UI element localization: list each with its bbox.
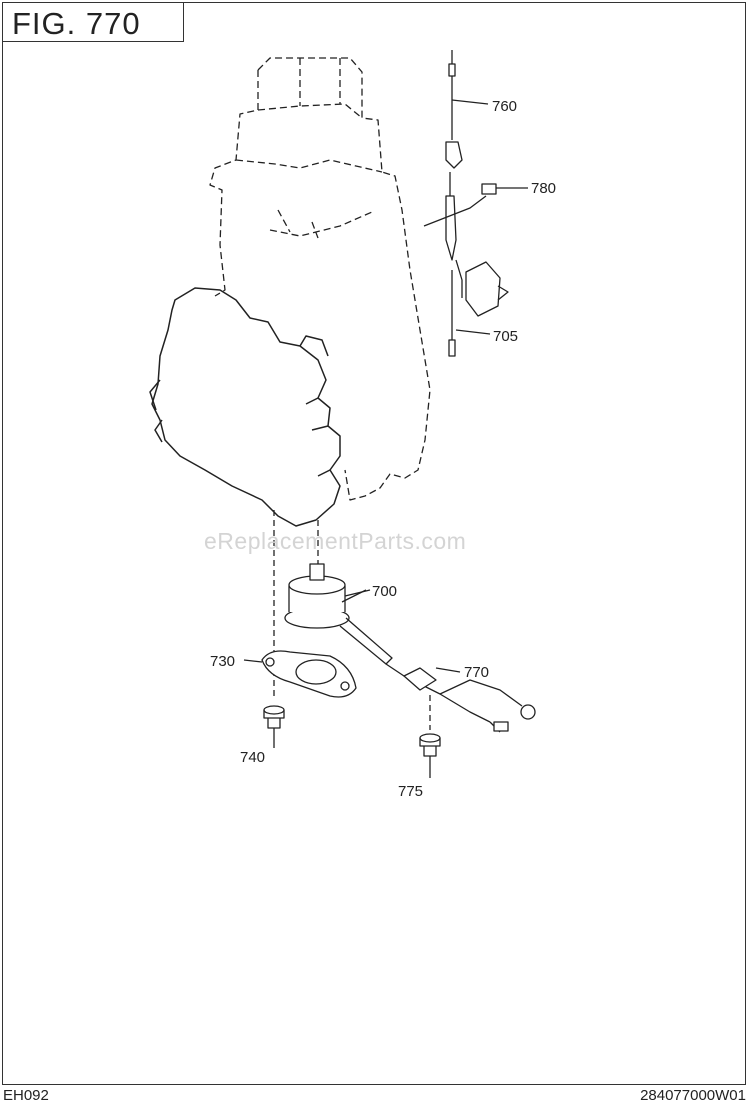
footer-doc-number: 284077000W01: [640, 1087, 746, 1104]
callout-780: 780: [531, 180, 556, 197]
engine-block-outline: [209, 57, 431, 501]
callout-700: 700: [372, 583, 397, 600]
watermark: eReplacementParts.com: [204, 528, 467, 554]
figure-title-box: FIG. 770: [2, 2, 184, 42]
callout-730: 730: [210, 653, 235, 670]
part-775-bolt: [419, 733, 441, 778]
part-780-lead: [423, 172, 528, 261]
figure-frame: [2, 2, 746, 1085]
part-730-gasket: [243, 650, 357, 698]
callout-760: 760: [492, 98, 517, 115]
callout-740: 740: [240, 749, 265, 766]
callout-770: 770: [464, 664, 489, 681]
part-700-sensor: [284, 563, 393, 665]
callout-705: 705: [493, 328, 518, 345]
callout-775: 775: [398, 783, 423, 800]
part-705-switch: [448, 259, 509, 357]
figure-title: FIG. 770: [12, 6, 141, 41]
part-760-cable: [445, 50, 489, 169]
fan-housing-outline: [149, 287, 341, 527]
part-770-harness: [385, 663, 536, 733]
footer-model: EH092: [3, 1087, 49, 1104]
part-740-bolt: [263, 705, 285, 748]
